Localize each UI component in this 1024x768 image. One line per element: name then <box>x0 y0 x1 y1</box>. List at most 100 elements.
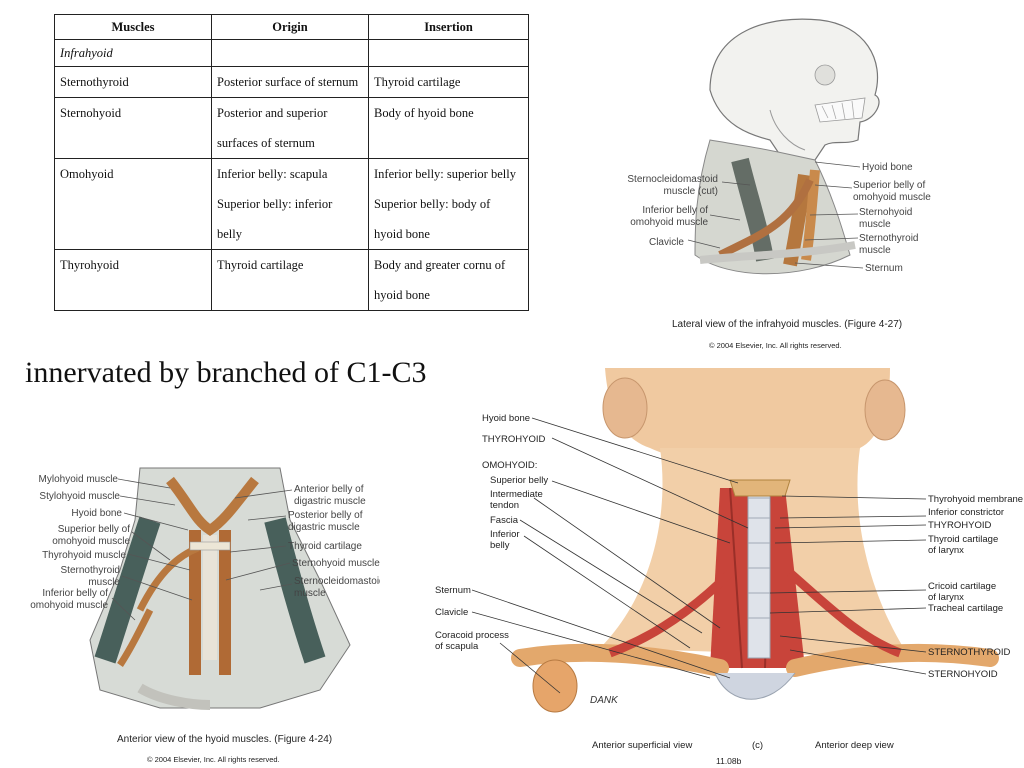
label-sternocleidomastoid-2: muscle (cut) <box>664 186 718 197</box>
muscle-cell: Sternothyroid <box>54 66 212 98</box>
anterior-copyright: © 2004 Elsevier, Inc. All rights reserve… <box>147 755 280 764</box>
skull-illustration <box>709 18 880 163</box>
label-sternothyroid: Sternothyroid <box>859 233 918 244</box>
label-tracheal: Tracheal cartilage <box>928 603 1003 614</box>
label-sternohyoid: STERNOHYOID <box>928 669 998 680</box>
muscle-cell: Sternohyoid <box>54 97 212 159</box>
insertion-line: hyoid bone <box>374 227 430 241</box>
label-inferior: Inferior <box>490 529 520 540</box>
view-label-deep: Anterior deep view <box>815 740 894 751</box>
label-sternothyroid-2: muscle <box>859 245 891 256</box>
column-header-origin: Origin <box>211 14 369 40</box>
label-of-scapula: of scapula <box>435 641 479 652</box>
view-label-c: (c) <box>752 740 763 751</box>
table-cell <box>368 39 529 67</box>
table-cell <box>211 39 369 67</box>
neck-anterior-figure: DANK Hyoid bone THYROHYOID OMOHYOID: Sup… <box>435 368 1023 766</box>
origin-cell: Posterior and superior surfaces of stern… <box>211 97 369 159</box>
origin-line: belly <box>217 227 242 241</box>
label-sternum: Sternum <box>865 263 903 274</box>
label-superior-belly: Superior belly <box>490 475 548 486</box>
label-sternohyoid-2: muscle <box>859 219 891 230</box>
column-header-muscles: Muscles <box>54 14 212 40</box>
neck-illustration: DANK <box>511 368 999 713</box>
label-thyrohyoid-membrane: Thyrohyoid membrane <box>928 494 1023 505</box>
insertion-cell: Body and greater cornu of hyoid bone <box>368 249 529 311</box>
label-superior-belly-2: omohyoid muscle <box>52 536 130 547</box>
muscle-cell: Thyrohyoid <box>54 249 212 311</box>
label-thyrohyoid: Thyrohyoid muscle <box>42 550 126 561</box>
lateral-leader-lines <box>687 161 864 269</box>
section-label: Infrahyoid <box>54 39 212 67</box>
label-sternothyroid: Sternothyroid <box>61 565 120 576</box>
label-sternocleidomastoid: Sternocleidomastoid <box>627 174 718 185</box>
label-inferior-belly: Inferior belly of <box>42 588 108 599</box>
muscle-cell: Omohyoid <box>54 158 212 250</box>
label-superior-belly: Superior belly of <box>58 524 130 535</box>
origin-cell: Thyroid cartilage <box>211 249 369 311</box>
table-header-row: Muscles Origin Insertion <box>54 14 529 40</box>
label-sternohyoid: Sternohyoid muscle <box>292 558 380 569</box>
origin-line: surfaces of sternum <box>217 136 315 150</box>
insertion-line: Inferior belly: superior belly <box>374 167 516 181</box>
origin-line: Thyroid cartilage <box>217 258 304 272</box>
neck-leader-lines <box>471 417 927 694</box>
label-sternohyoid: Sternohyoid <box>859 207 912 218</box>
label-coracoid: Coracoid process <box>435 630 509 641</box>
label-clavicle: Clavicle <box>435 607 468 618</box>
innervation-heading: innervated by branched of C1-C3 <box>25 356 427 389</box>
origin-line: Inferior belly: scapula <box>217 167 328 181</box>
insertion-cell: Inferior belly: superior belly Superior … <box>368 158 529 250</box>
insertion-cell: Thyroid cartilage <box>368 66 529 98</box>
label-inferior-belly: Inferior belly of <box>642 205 708 216</box>
table-row: Sternothyroid Posterior surface of stern… <box>54 66 529 98</box>
origin-line: Posterior surface of sternum <box>217 75 359 89</box>
label-cricoid: Cricoid cartilage <box>928 581 996 592</box>
lateral-caption: Lateral view of the infrahyoid muscles. … <box>672 319 903 330</box>
lateral-copyright: © 2004 Elsevier, Inc. All rights reserve… <box>709 341 842 350</box>
label-sternothyroid-2: muscle <box>88 577 120 588</box>
table-row: Sternohyoid Posterior and superior surfa… <box>54 97 529 159</box>
label-inferior-belly-2: omohyoid muscle <box>630 217 708 228</box>
label-anterior-digastric-2: digastric muscle <box>294 496 366 507</box>
table-row: Omohyoid Inferior belly: scapula Superio… <box>54 158 529 250</box>
muscle-table: Muscles Origin Insertion Infrahyoid Ster… <box>54 14 529 311</box>
anterior-neck-illustration <box>89 467 351 710</box>
label-superior-belly: Superior belly of <box>853 180 925 191</box>
label-inferior-belly-2: omohyoid muscle <box>30 600 108 611</box>
insertion-line: Body and greater cornu of <box>374 258 506 272</box>
view-label-superficial: Anterior superficial view <box>592 740 692 751</box>
label-posterior-digastric: Posterior belly of <box>288 510 363 521</box>
artist-signature: DANK <box>590 695 619 706</box>
label-mylohyoid: Mylohyoid muscle <box>39 474 119 485</box>
origin-line: Superior belly: inferior <box>217 197 333 211</box>
insertion-line: Body of hyoid bone <box>374 106 474 120</box>
table-row: Thyrohyoid Thyroid cartilage Body and gr… <box>54 249 529 311</box>
label-tendon: tendon <box>490 500 519 511</box>
label-sternocleidomastoid-2: muscle <box>294 588 326 599</box>
origin-cell: Posterior surface of sternum <box>211 66 369 98</box>
label-stylohyoid: Stylohyoid muscle <box>39 491 120 502</box>
origin-line: Posterior and superior <box>217 106 328 120</box>
neck-illustration <box>694 139 856 275</box>
label-anterior-digastric: Anterior belly of <box>294 484 364 495</box>
insertion-line: Superior belly: body of <box>374 197 491 211</box>
column-header-insertion: Insertion <box>368 14 529 40</box>
label-fascia: Fascia <box>490 515 519 526</box>
insertion-line: Thyroid cartilage <box>374 75 461 89</box>
label-belly: belly <box>490 540 510 551</box>
label-hyoid-bone: Hyoid bone <box>862 162 913 173</box>
label-sternothyroid: STERNOTHYROID <box>928 647 1010 658</box>
label-of-larynx-2: of larynx <box>928 592 964 603</box>
lateral-view-figure: Hyoid bone Superior belly of omohyoid mu… <box>627 18 931 275</box>
label-of-larynx: of larynx <box>928 545 964 556</box>
label-superior-belly-2: omohyoid muscle <box>853 192 931 203</box>
label-omohyoid: OMOHYOID: <box>482 460 537 471</box>
label-posterior-digastric-2: digastric muscle <box>288 522 360 533</box>
label-hyoid-bone: Hyoid bone <box>482 413 530 424</box>
anterior-leader-lines <box>111 478 293 621</box>
origin-cell: Inferior belly: scapula Superior belly: … <box>211 158 369 250</box>
label-thyrohyoid-right: THYROHYOID <box>928 520 991 531</box>
label-clavicle: Clavicle <box>649 237 684 248</box>
label-inferior-constrictor: Inferior constrictor <box>928 507 1004 518</box>
